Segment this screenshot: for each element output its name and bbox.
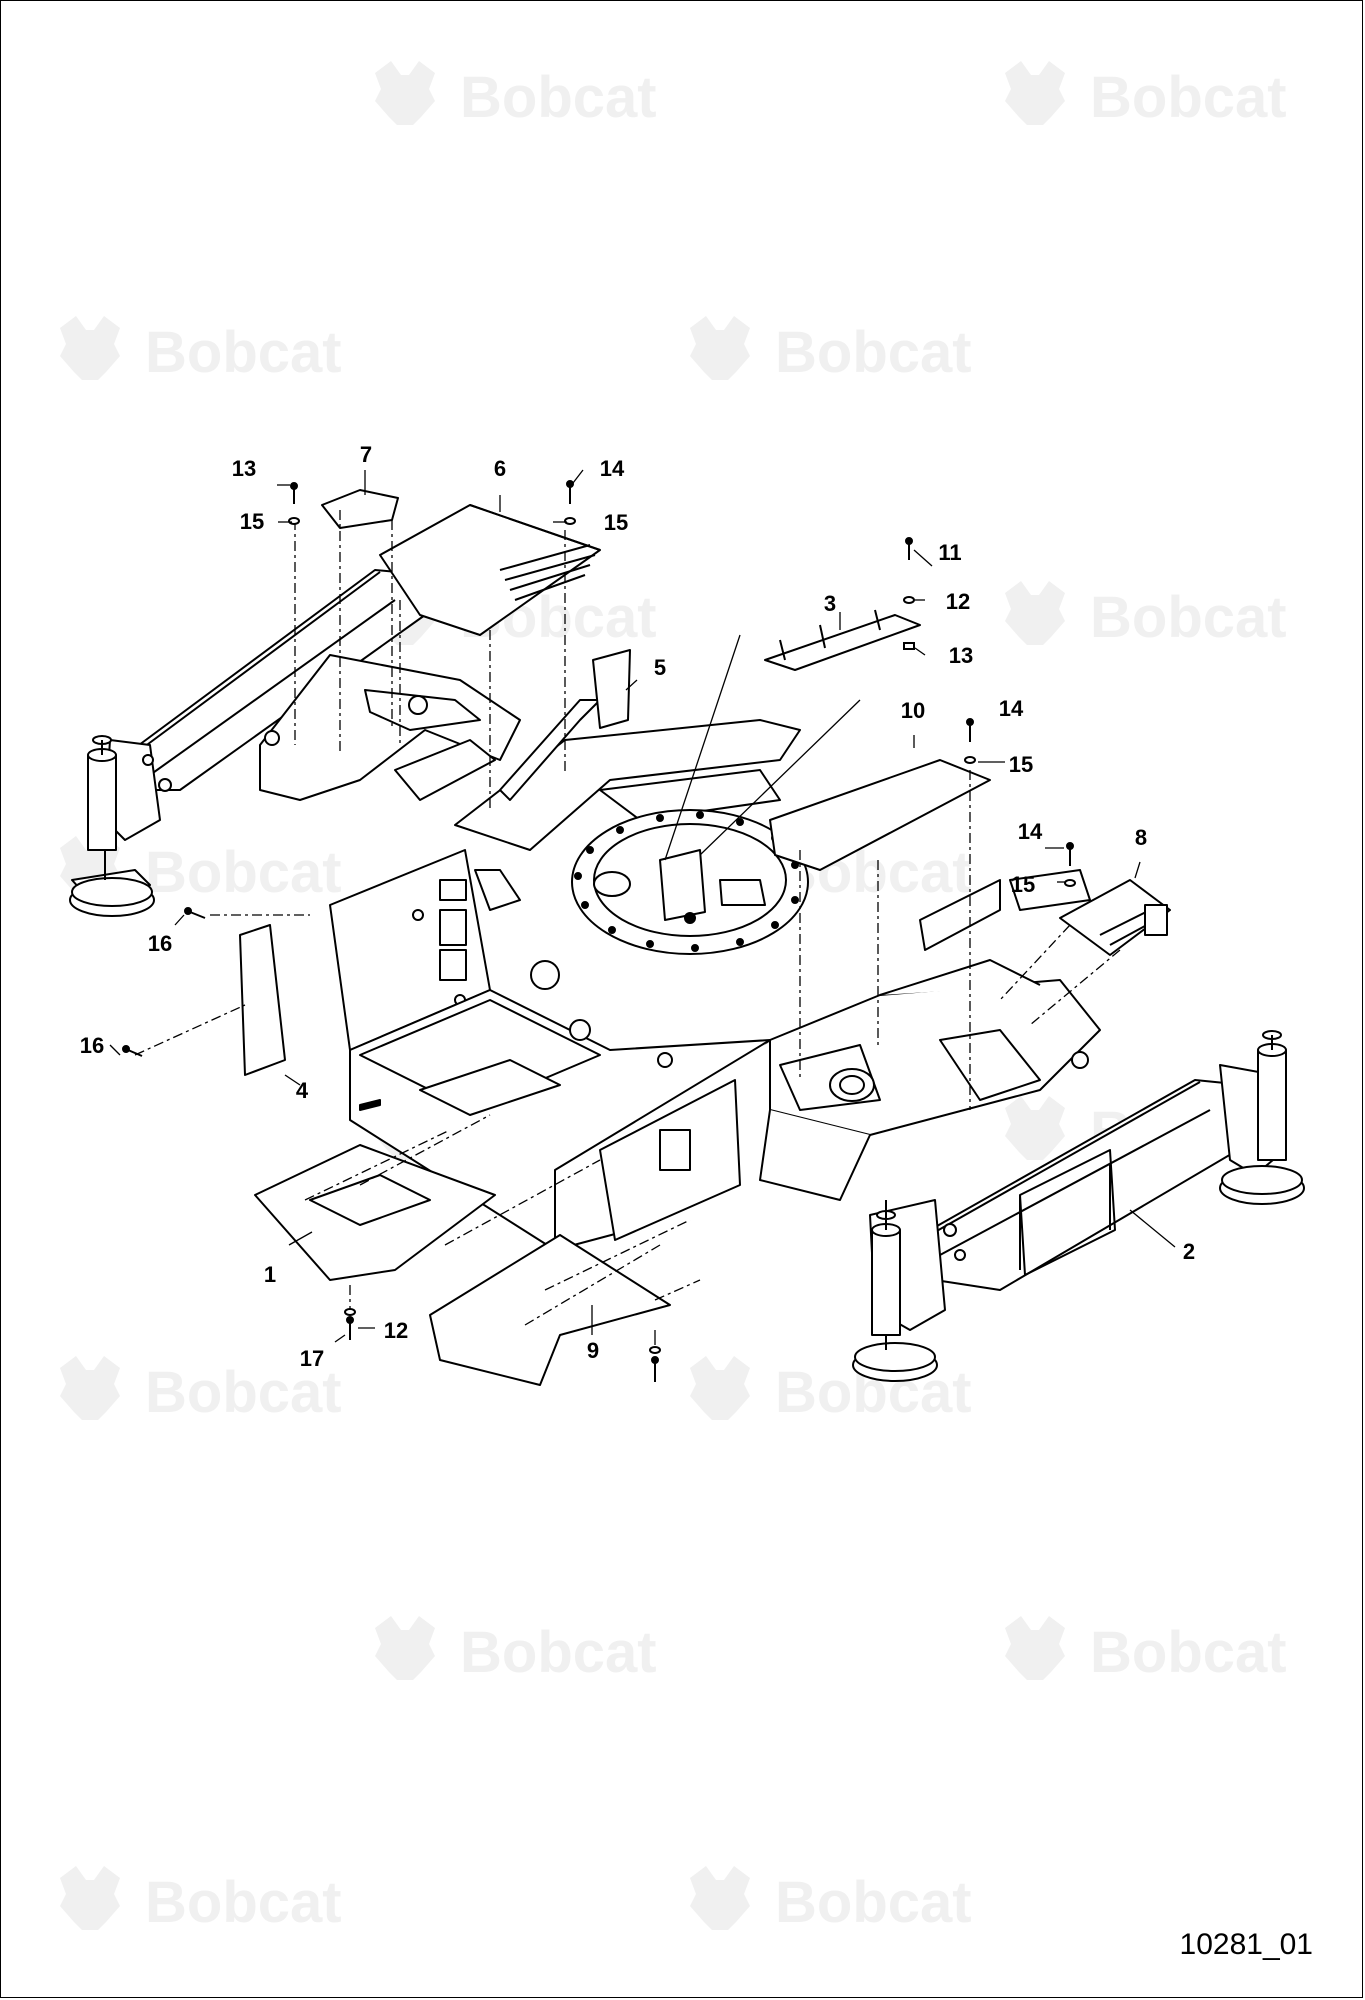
right-body-frame bbox=[759, 869, 1101, 1201]
watermark: Bobcat bbox=[1005, 61, 1287, 130]
watermark-text: Bobcat bbox=[145, 1360, 342, 1425]
part-10-cover bbox=[769, 759, 991, 871]
watermark-text: Bobcat bbox=[460, 1620, 657, 1685]
bolt-icon bbox=[905, 537, 913, 560]
watermark-text: Bobcat bbox=[460, 65, 657, 130]
callout-label: 12 bbox=[946, 589, 970, 614]
callout-label: 12 bbox=[384, 1318, 408, 1343]
left-side-frame bbox=[259, 654, 521, 801]
part-8-guard bbox=[1059, 879, 1171, 956]
fasteners bbox=[122, 480, 1076, 1382]
washer-icon bbox=[903, 596, 915, 604]
part-6-cover bbox=[379, 504, 601, 636]
part-2-stabilizer-plate bbox=[1019, 1149, 1116, 1276]
callout-label: 6 bbox=[494, 456, 506, 481]
swing-bearing-ring bbox=[571, 809, 809, 955]
bolt-icon bbox=[122, 1045, 143, 1057]
watermark-text: Bobcat bbox=[1090, 585, 1287, 650]
part-5-plate bbox=[592, 649, 631, 729]
watermark: Bobcat bbox=[60, 1356, 342, 1425]
watermark: Bobcat bbox=[690, 1866, 972, 1935]
nut-icon bbox=[903, 642, 915, 650]
callout-label: 9 bbox=[587, 1338, 599, 1363]
watermark-text: Bobcat bbox=[145, 840, 342, 905]
washer-icon bbox=[649, 1346, 661, 1354]
callout-label: 14 bbox=[1018, 819, 1043, 844]
watermark: Bobcat bbox=[690, 316, 972, 385]
watermark-text: Bobcat bbox=[775, 1870, 972, 1935]
callout-label: 15 bbox=[240, 509, 264, 534]
drawing-number: 10281_01 bbox=[1179, 1928, 1313, 1961]
washer-icon bbox=[964, 756, 976, 764]
callout-label: 2 bbox=[1183, 1239, 1195, 1264]
right-stabilizer-arm bbox=[852, 1030, 1305, 1382]
watermark: Bobcat bbox=[375, 61, 657, 130]
bolt-icon bbox=[651, 1356, 659, 1382]
callout-label: 15 bbox=[604, 510, 628, 535]
bolt-icon bbox=[346, 1316, 354, 1340]
washer-icon bbox=[288, 517, 300, 525]
watermark: Bobcat bbox=[1005, 581, 1287, 650]
callout-label: 16 bbox=[80, 1033, 104, 1058]
callout-label: 14 bbox=[999, 696, 1024, 721]
callout-label: 7 bbox=[360, 442, 372, 467]
watermark-text: Bobcat bbox=[1090, 1620, 1287, 1685]
washer-icon bbox=[564, 517, 576, 525]
watermark-text: Bobcat bbox=[145, 320, 342, 385]
washer-icon bbox=[344, 1308, 356, 1316]
watermark: Bobcat bbox=[375, 1616, 657, 1685]
watermark-text: Bobcat bbox=[775, 320, 972, 385]
callout-label: 13 bbox=[949, 643, 973, 668]
leader-lines bbox=[109, 469, 1176, 1345]
callout-label: 17 bbox=[300, 1346, 324, 1371]
watermark: Bobcat bbox=[60, 1866, 342, 1935]
callout-label: 10 bbox=[901, 698, 925, 723]
callout-label: 4 bbox=[296, 1078, 309, 1103]
watermark: Bobcat bbox=[60, 836, 342, 905]
part-1-belly-plate bbox=[254, 1144, 496, 1281]
callout-label: 5 bbox=[654, 655, 666, 680]
part-4-plate bbox=[239, 924, 286, 1076]
left-vertical-panel bbox=[329, 849, 491, 1051]
callout-label: 13 bbox=[232, 456, 256, 481]
part-7-plate bbox=[321, 489, 399, 529]
watermark: Bobcat bbox=[60, 316, 342, 385]
washer-icon bbox=[1064, 879, 1076, 887]
part-3-bracket bbox=[764, 609, 921, 671]
callout-label: 15 bbox=[1011, 872, 1035, 897]
bolt-icon bbox=[966, 718, 974, 742]
watermark: Bobcat bbox=[1005, 1616, 1287, 1685]
bolt-icon bbox=[566, 480, 574, 504]
bolt-icon bbox=[184, 907, 206, 919]
frame-assembly-drawing bbox=[69, 489, 1305, 1386]
left-stabilizer-arm bbox=[69, 569, 431, 917]
callout-label: 1 bbox=[264, 1262, 276, 1287]
watermark-text: Bobcat bbox=[145, 1870, 342, 1935]
callout-label: 16 bbox=[148, 931, 172, 956]
assembly-guide-lines bbox=[134, 510, 1121, 1326]
upper-deck bbox=[454, 699, 801, 851]
callout-label: 11 bbox=[938, 540, 961, 565]
callout-label: 8 bbox=[1135, 825, 1147, 850]
bolt-icon bbox=[290, 482, 298, 504]
callout-label: 3 bbox=[824, 591, 836, 616]
callout-label: 15 bbox=[1009, 752, 1033, 777]
callout-label: 14 bbox=[600, 456, 625, 481]
watermark-text: Bobcat bbox=[1090, 65, 1287, 130]
callout-labels: 13 15 7 6 14 15 11 12 13 3 5 10 14 15 14… bbox=[80, 442, 1195, 1371]
bolt-icon bbox=[1066, 842, 1074, 866]
